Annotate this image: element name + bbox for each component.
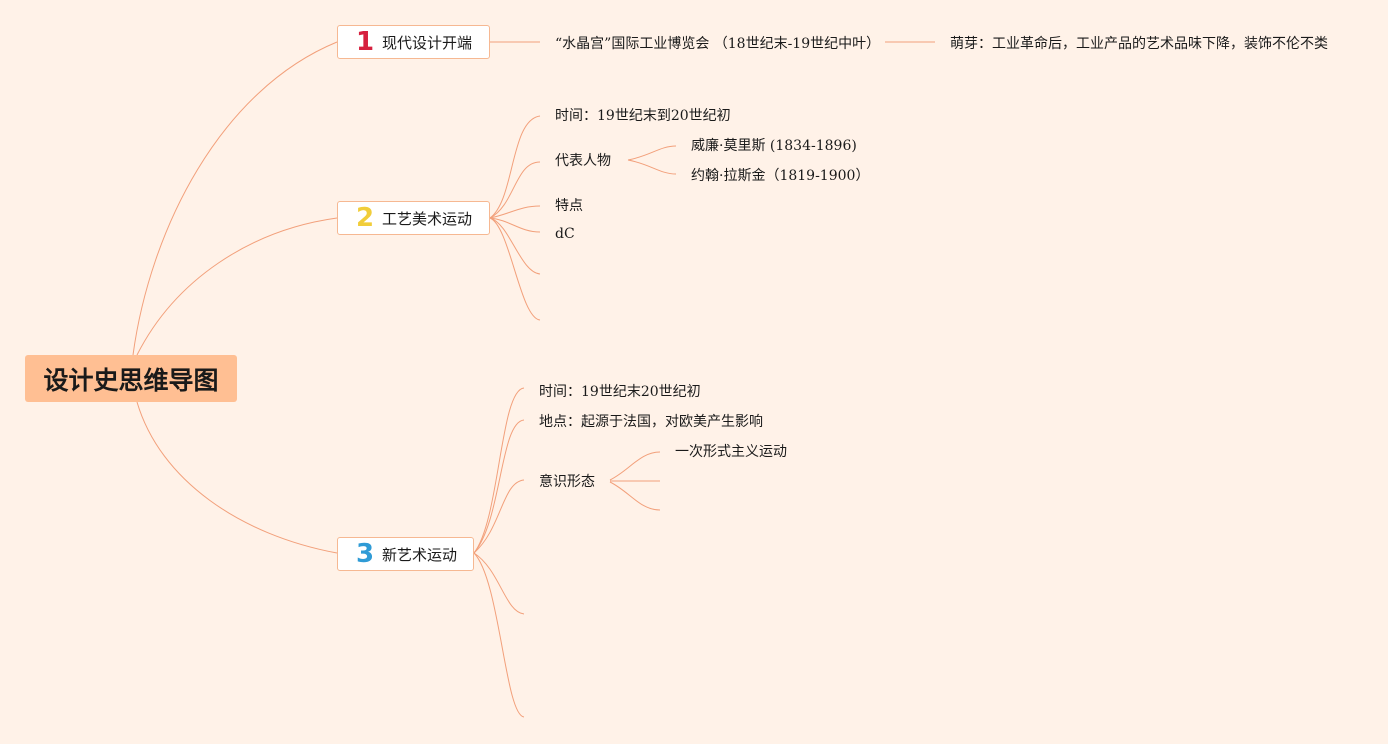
number-2-icon: 2 — [355, 203, 375, 233]
branch-1-topic[interactable]: 1 现代设计开端 — [337, 25, 490, 59]
number-3-icon: 3 — [355, 539, 375, 569]
root-title: 设计史思维导图 — [43, 365, 219, 395]
link-b2-time — [489, 115, 541, 219]
link-b2-empty-1 — [489, 217, 541, 275]
link-root-branch-2 — [136, 217, 338, 356]
link-ideology-formalism — [609, 451, 661, 481]
link-b3-empty-1 — [473, 552, 525, 615]
arts-crafts-time-node[interactable]: 时间：19世纪末到20世纪初 — [555, 108, 731, 124]
link-people-morris — [627, 145, 677, 161]
link-b2-dc — [489, 217, 541, 233]
root-topic[interactable]: 设计史思维导图 — [25, 355, 237, 402]
link-b2-features — [489, 205, 541, 219]
link-people-ruskin — [627, 159, 677, 175]
branch-3-title: 新艺术运动 — [382, 545, 458, 564]
sprout-node[interactable]: 萌芽：工业革命后，工业产品的艺术品味下降，装饰不伦不类 — [950, 36, 1328, 52]
art-nouveau-place-node[interactable]: 地点：起源于法国，对欧美产生影响 — [539, 414, 763, 430]
link-b3-time — [473, 387, 525, 554]
number-1-icon: 1 — [355, 27, 375, 57]
link-root-branch-3 — [136, 401, 338, 554]
link-b3-place — [473, 419, 525, 554]
branch-2-topic[interactable]: 2 工艺美术运动 — [337, 201, 490, 235]
link-b3-ideology — [473, 479, 525, 554]
link-b2-people — [489, 161, 541, 219]
link-ideology-empty-2 — [609, 481, 661, 511]
link-b3-empty-2 — [473, 552, 525, 718]
ideology-node[interactable]: 意识形态 — [539, 474, 595, 490]
representatives-node[interactable]: 代表人物 — [555, 153, 611, 169]
formalism-node[interactable]: 一次形式主义运动 — [675, 444, 787, 460]
branch-2-title: 工艺美术运动 — [382, 209, 473, 228]
link-root-branch-1 — [132, 41, 338, 356]
branch-3-topic[interactable]: 3 新艺术运动 — [337, 537, 474, 571]
john-ruskin-node[interactable]: 约翰·拉斯金（1819-1900） — [691, 168, 870, 184]
branch-1-title: 现代设计开端 — [382, 33, 473, 52]
william-morris-node[interactable]: 威廉·莫里斯 (1834-1896) — [691, 138, 857, 154]
art-nouveau-time-node[interactable]: 时间：19世纪末20世纪初 — [539, 384, 701, 400]
link-b2-empty-2 — [489, 217, 541, 321]
crystal-palace-node[interactable]: “水晶宫”国际工业博览会 （18世纪末-19世纪中叶） — [555, 36, 881, 52]
dc-node[interactable]: dC — [555, 226, 575, 242]
features-node[interactable]: 特点 — [555, 198, 583, 214]
